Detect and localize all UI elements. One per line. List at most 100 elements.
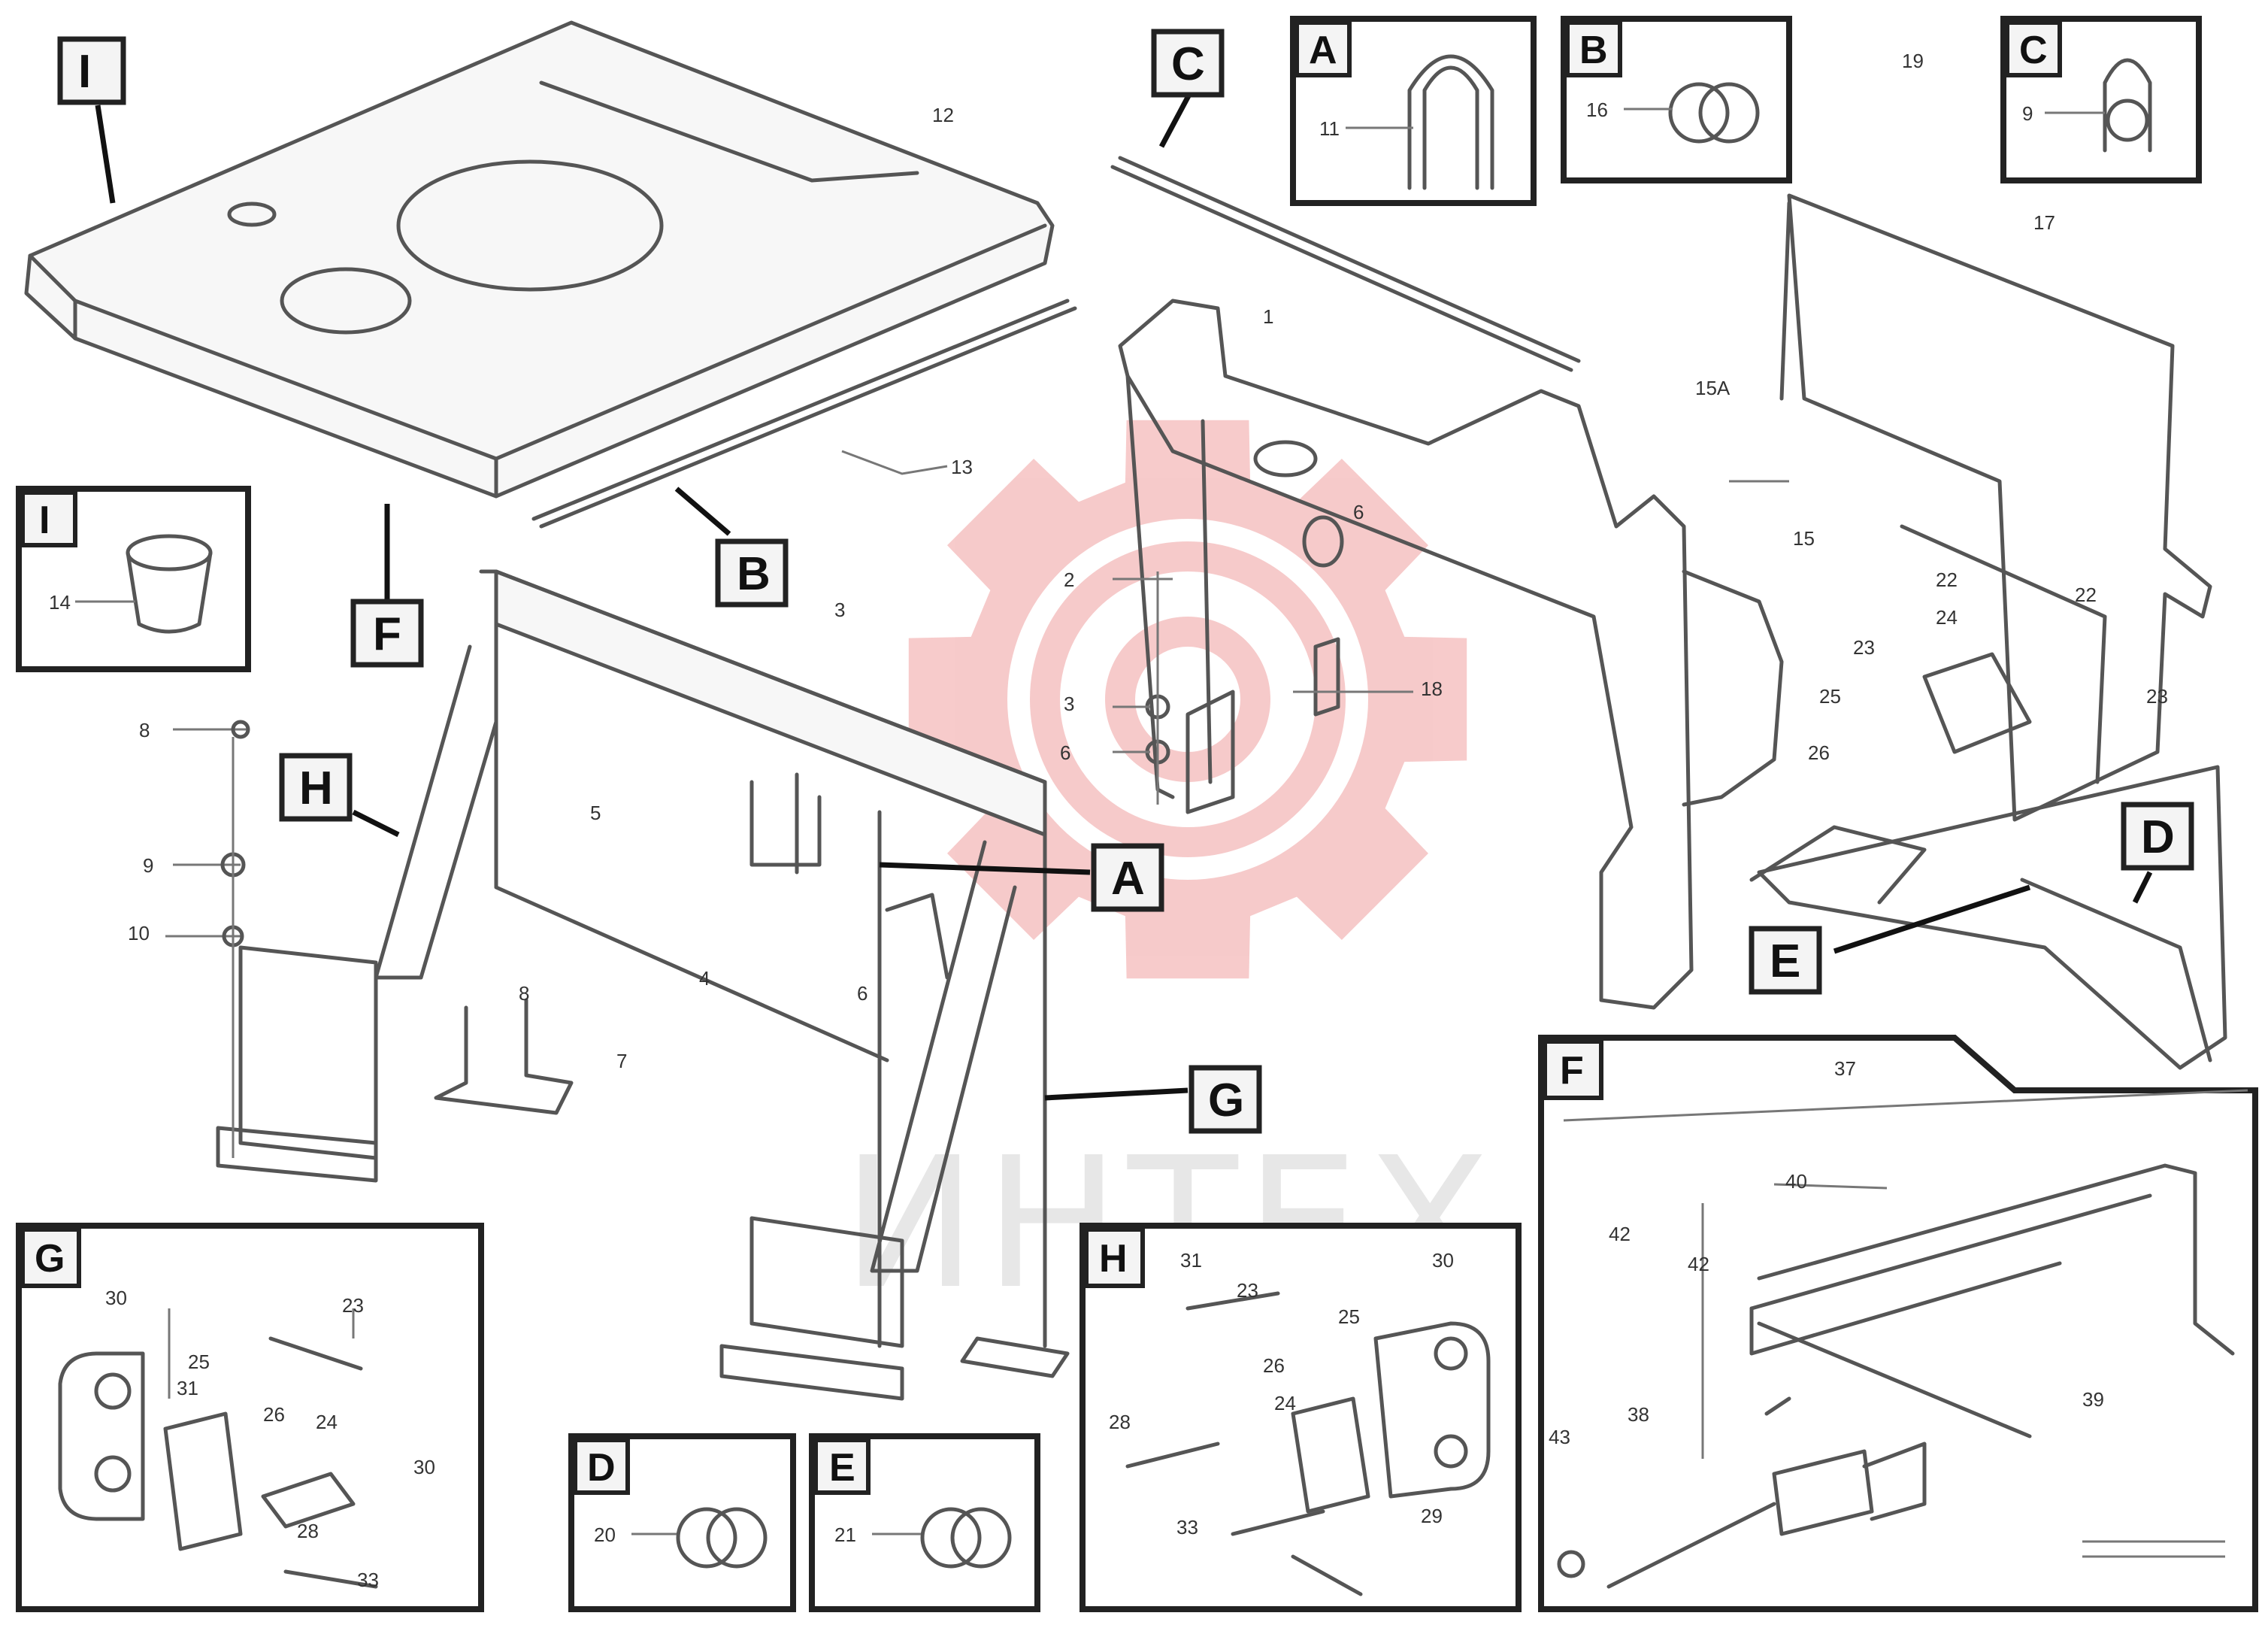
svg-text:G: G [1208,1075,1244,1126]
part-number: 17 [2033,211,2055,234]
inset-A: A 11 [1290,16,1537,206]
inset-C: C 9 [2000,16,2202,183]
part-number: 22 [1936,568,1958,591]
svg-text:F: F [1560,1049,1584,1093]
svg-text:E: E [829,1446,855,1490]
leader-lines [95,89,2153,1101]
part-number: 28 [1109,1411,1131,1433]
part-number: 2 [1064,568,1074,591]
inset-B: B 16 [1561,16,1792,183]
part-number: 1 [1263,305,1273,328]
part-number: 20 [594,1523,616,1546]
part-number: 9 [2022,102,2033,125]
svg-text:H: H [299,762,333,814]
part-number: 19 [1902,50,1924,72]
part-number: 14 [49,591,71,614]
callout-E: E [1749,926,1822,995]
part-number: 33 [1176,1516,1198,1539]
part-number: 30 [1432,1249,1454,1272]
callout-I: I [57,36,126,105]
rear-assembly [1118,299,1784,1010]
part-number: 11 [1319,117,1340,140]
inset-I: I 14 [16,486,251,672]
callout-G: G [1189,1065,1262,1134]
svg-text:B: B [737,548,771,600]
part-number: 40 [1785,1170,1807,1193]
part-number: 43 [1549,1426,1570,1448]
part-number: 24 [1936,606,1958,629]
part-number: 18 [1421,678,1443,700]
part-number: 3 [834,599,845,621]
callout-F: F [350,599,424,668]
part-number: 6 [1353,501,1364,523]
callout-C: C [1151,29,1225,98]
part-number: 23 [2146,685,2168,708]
svg-text:E: E [1770,935,1800,987]
svg-text:A: A [1111,853,1145,905]
part-number: 3 [1064,693,1074,715]
part-number: 6 [857,982,868,1005]
svg-text:B: B [1579,29,1608,72]
svg-text:H: H [1099,1237,1128,1281]
main-part-numbers: 12 13 5 3 8 10 9 8 4 6 7 6 1 2 3 6 19 18… [128,50,2168,1072]
part-number: 25 [1338,1305,1360,1328]
part-number: 37 [1834,1057,1856,1080]
part-number: 5 [590,802,601,824]
part-number: 31 [177,1377,198,1399]
part-number: 23 [1853,636,1875,659]
part-number: 9 [143,854,153,877]
rod [1118,156,1581,363]
inset-H: H 31 23 30 25 26 24 28 33 29 [1079,1223,1522,1612]
svg-text:D: D [587,1446,616,1490]
svg-text:D: D [2141,811,2175,863]
main-frame [216,569,1070,1401]
part-number: 24 [1274,1392,1296,1414]
callout-H: H [279,753,353,822]
fastener-stack-middle [841,450,1789,805]
part-number: 42 [1688,1253,1709,1275]
svg-text:F: F [373,608,401,660]
part-number: 24 [316,1411,338,1433]
part-number: 25 [1819,685,1841,708]
part-number: 23 [342,1294,364,1317]
part-number: 31 [1180,1249,1202,1272]
part-number: 26 [1263,1354,1285,1377]
inset-F: F 37 40 42 42 38 43 39 [1538,1035,2258,1612]
part-number: 30 [413,1456,435,1478]
fastener-stack-left [165,720,250,1158]
right-side-panel [1749,193,2227,1070]
part-number: 25 [188,1351,210,1373]
svg-text:A: A [1309,29,1337,72]
part-number: 29 [1421,1505,1443,1527]
part-number: 8 [139,719,150,741]
part-number: 12 [932,104,954,126]
watermark-gear-icon [908,420,1467,979]
part-number: 28 [297,1520,319,1542]
part-number: 39 [2082,1388,2104,1411]
svg-text:C: C [2019,29,2048,72]
part-number: 30 [105,1287,127,1309]
callout-D: D [2121,802,2194,871]
seal-strip-edge [531,299,1070,521]
part-number: 4 [699,967,710,990]
rod-edge [1110,165,1573,372]
svg-text:G: G [35,1237,65,1281]
svg-text:C: C [1171,38,1205,90]
part-number: 23 [1237,1279,1258,1302]
part-number: 26 [263,1403,285,1426]
document-number [2082,1540,2225,1558]
part-number: 42 [1609,1223,1631,1245]
part-number: 6 [1060,741,1070,764]
part-number: 15 [1793,527,1815,550]
part-number: 26 [1808,741,1830,764]
part-number: 13 [951,456,973,478]
part-number: 38 [1628,1403,1649,1426]
top-deck-plate [24,20,1055,499]
part-number: 16 [1586,99,1608,121]
part-number: 33 [357,1569,379,1591]
part-number: 21 [834,1523,856,1546]
callout-A: A [1091,843,1164,912]
part-number: 22 [2075,584,2097,606]
inset-D: D 20 [568,1433,796,1612]
